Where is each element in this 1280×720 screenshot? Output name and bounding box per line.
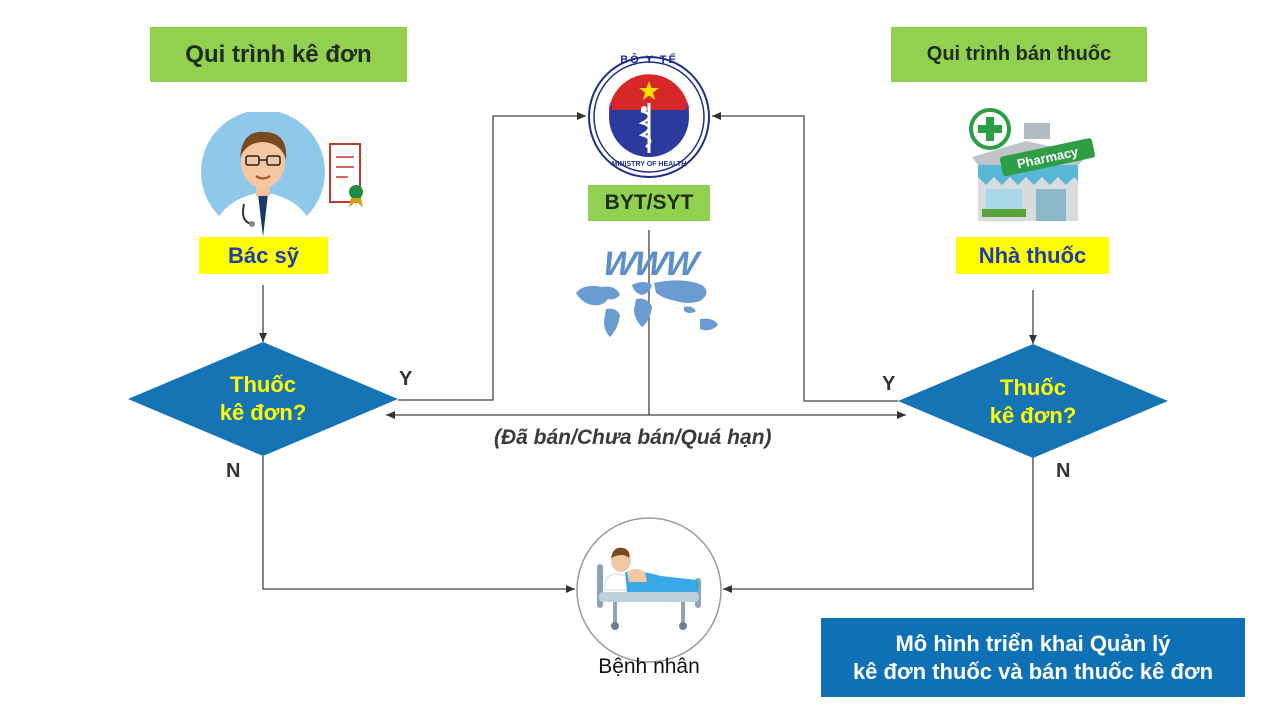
logo-top-text: BỘ Y TẾ xyxy=(620,54,678,66)
left-decision-line2: kê đơn? xyxy=(219,400,307,425)
left-decision-label: Thuốc kê đơn? xyxy=(183,371,343,427)
model-title-line2: kê đơn thuốc và bán thuốc kê đơn xyxy=(852,658,1214,684)
logo-bottom-text: MINISTRY OF HEALTH xyxy=(611,161,687,168)
right-decision-line1: Thuốc xyxy=(1000,375,1066,400)
arrow-left-no-to-patient xyxy=(262,456,575,593)
model-title-box: Mô hình triển khai Quản lý kê đơn thuốc … xyxy=(821,618,1245,697)
authority-label: BYT/SYT xyxy=(588,185,710,221)
left-yes-label: Y xyxy=(399,368,413,390)
ministry-logo: BỘ Y TẾ MINISTRY OF HEALTH xyxy=(586,54,712,179)
left-decision-diamond xyxy=(128,342,398,456)
doctor-icon xyxy=(198,110,373,237)
right-decision-label: Thuốc kê đơn? xyxy=(953,374,1113,430)
left-no-label: N xyxy=(226,460,241,482)
left-decision-line1: Thuốc xyxy=(230,372,296,397)
right-no-label: N xyxy=(1056,460,1071,482)
arrow-right-yes-to-ministry xyxy=(712,112,898,402)
right-decision-line2: kê đơn? xyxy=(989,403,1077,428)
arrow-left-yes-to-ministry xyxy=(398,112,586,401)
patient-bed-icon xyxy=(575,516,723,664)
left-process-title: Qui trình kê đơn xyxy=(150,27,407,82)
right-decision-diamond xyxy=(898,344,1168,458)
world-map-icon: WWW xyxy=(572,245,727,345)
right-process-title: Qui trình bán thuốc xyxy=(891,27,1147,82)
pharmacy-label: Nhà thuốc xyxy=(956,237,1109,274)
arrow-right-no-to-patient xyxy=(723,458,1034,593)
pharmacy-icon: Pharmacy xyxy=(966,105,1096,233)
doctor-label: Bác sỹ xyxy=(199,237,328,274)
model-title-line1: Mô hình triển khai Quản lý xyxy=(895,630,1171,656)
patient-label: Bệnh nhân xyxy=(598,655,700,678)
status-text: (Đã bán/Chưa bán/Quá hạn) xyxy=(494,426,772,449)
right-yes-label: Y xyxy=(882,373,896,395)
